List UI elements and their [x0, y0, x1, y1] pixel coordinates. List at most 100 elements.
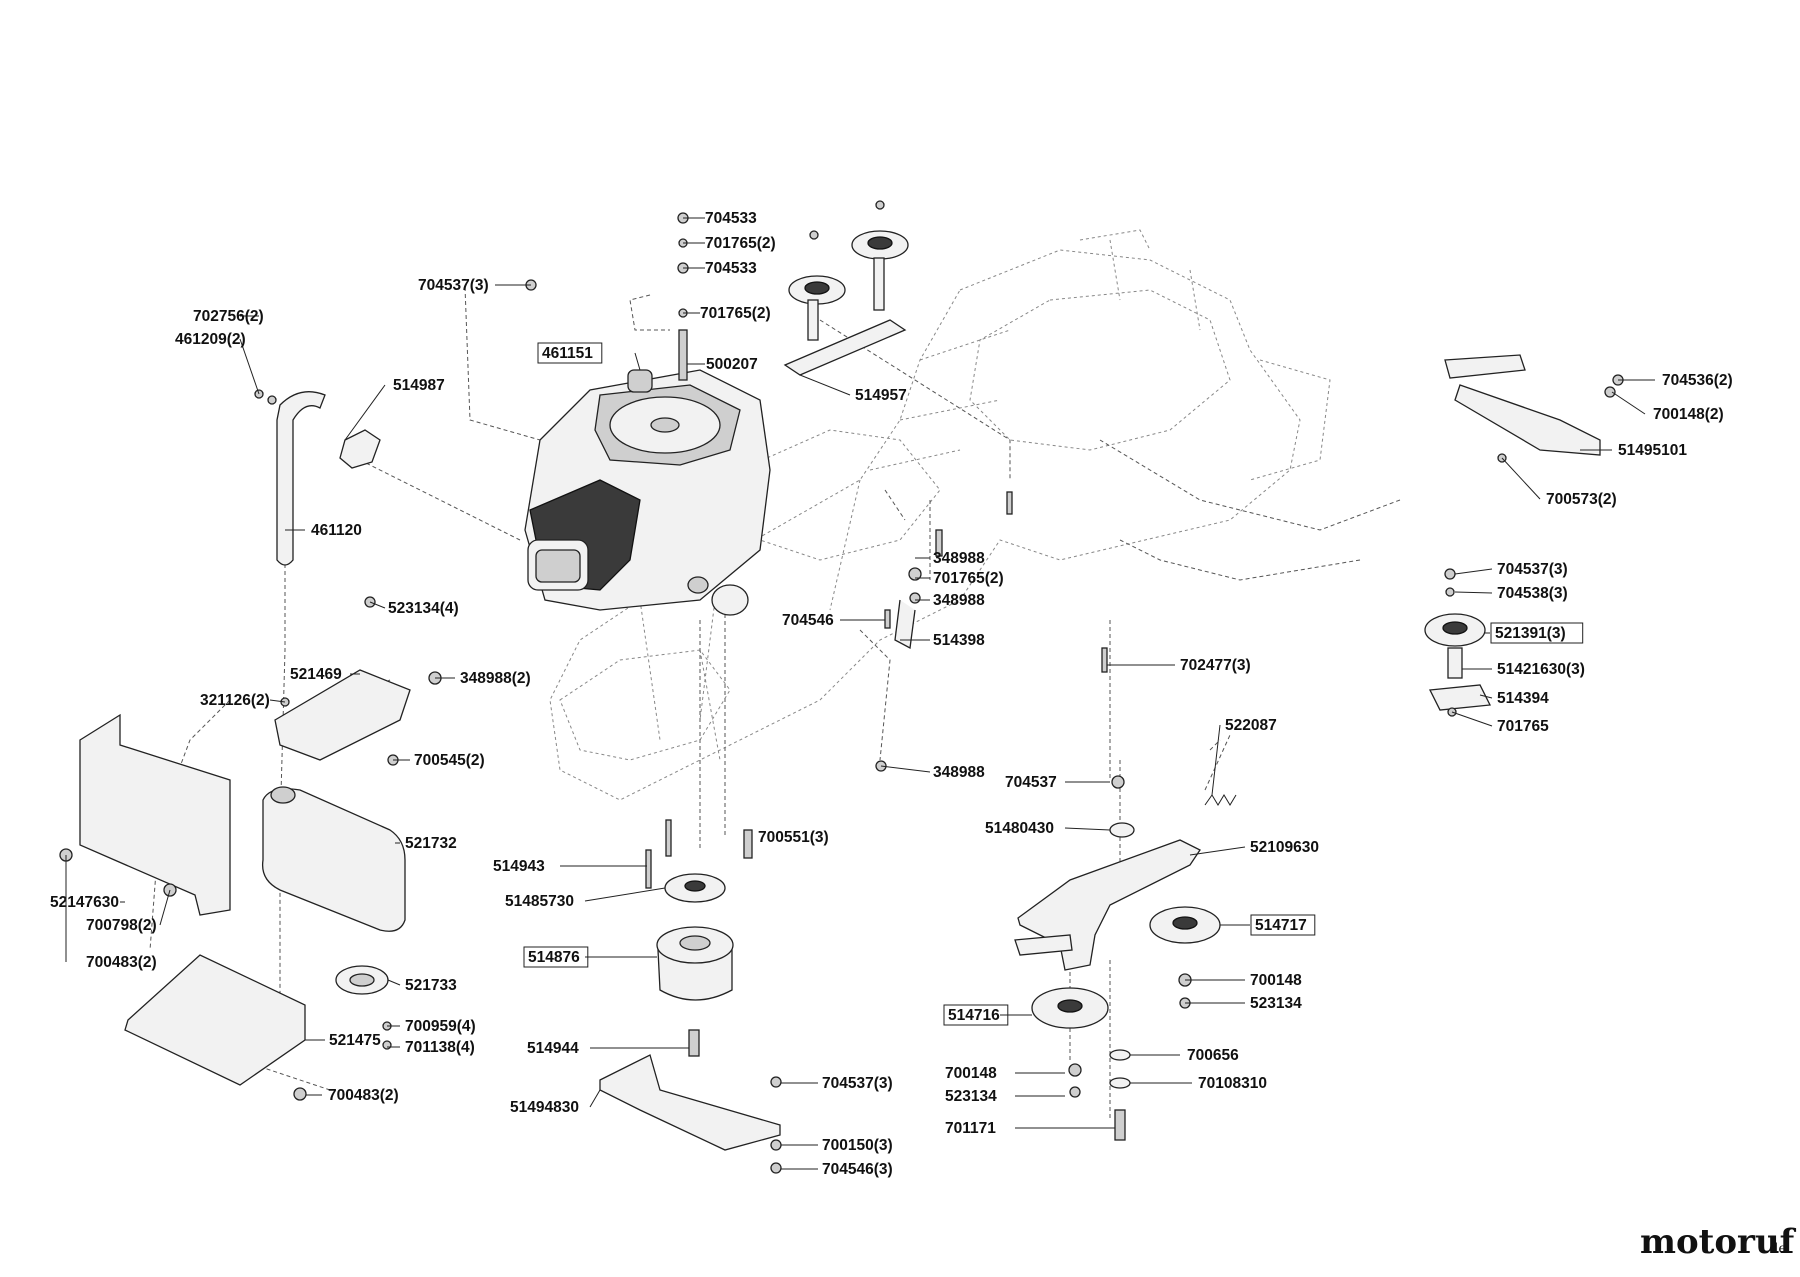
- part-label-7045373: 704537(3): [822, 1075, 893, 1092]
- part-label-521475: 521475: [329, 1032, 381, 1049]
- part-label-7011384: 701138(4): [405, 1039, 475, 1056]
- pulley-521391: [1424, 568, 1492, 717]
- leader-line-52109630: [1189, 846, 1246, 856]
- part-label-348988: 348988: [933, 592, 985, 609]
- idler-arm-52109630: [1014, 734, 1237, 971]
- part-label-514216303: 51421630(3): [1497, 661, 1585, 678]
- part-label-5231344: 523134(4): [388, 600, 459, 617]
- leader-line-521733: [387, 979, 401, 986]
- part-label-3211262: 321126(2): [200, 692, 270, 709]
- part-label-7017652: 701765(2): [700, 305, 771, 322]
- leader-line-514394: [1479, 694, 1493, 699]
- label-box: [523, 946, 589, 968]
- part-label-523134: 523134: [945, 1088, 997, 1105]
- part-label-7017652: 701765(2): [705, 235, 776, 252]
- leader-line-7005732: [1501, 457, 1541, 500]
- leader-line-522087: [1211, 724, 1221, 796]
- part-label-461151: 461151: [542, 345, 593, 362]
- pto-clutch-514876: [645, 849, 734, 1057]
- part-label-51495101: 51495101: [1618, 442, 1687, 459]
- part-label-7024773: 702477(3): [1180, 657, 1251, 674]
- part-label-514944: 514944: [527, 1040, 579, 1057]
- leader-line-7007982: [159, 889, 171, 926]
- part-label-514716: 514716: [948, 1007, 1000, 1024]
- part-label-514394: 514394: [1497, 690, 1549, 707]
- watermark-suffix: .de: [1765, 1241, 1787, 1257]
- part-label-7009594: 700959(4): [405, 1018, 476, 1035]
- part-label-523134: 523134: [1250, 995, 1302, 1012]
- part-label-514717: 514717: [1255, 917, 1307, 934]
- part-label-700656: 700656: [1187, 1047, 1239, 1064]
- part-label-3489882: 348988(2): [460, 670, 531, 687]
- part-label-52109630: 52109630: [1250, 839, 1319, 856]
- part-label-7045373: 704537(3): [1497, 561, 1568, 578]
- part-label-7045463: 704546(3): [822, 1161, 893, 1178]
- part-label-700148: 700148: [1250, 972, 1302, 989]
- label-box: [1250, 914, 1316, 936]
- part-label-51480430: 51480430: [985, 820, 1054, 837]
- leader-line-51485730: [584, 887, 666, 902]
- part-label-7001503: 700150(3): [822, 1137, 893, 1154]
- leader-line-514957: [799, 374, 851, 396]
- part-number-labels: 704533701765(2)704533701765(2)704537(3)7…: [50, 210, 1733, 1178]
- engine-461151: [524, 369, 771, 616]
- part-label-348988: 348988: [933, 550, 985, 567]
- center-hardware: [875, 491, 1108, 772]
- part-label-500207: 500207: [706, 356, 758, 373]
- part-label-7004832: 700483(2): [328, 1087, 399, 1104]
- part-label-514943: 514943: [493, 858, 545, 875]
- part-label-348988: 348988: [933, 764, 985, 781]
- part-label-514957: 514957: [855, 387, 907, 404]
- fuel-tank-521732: [261, 786, 406, 932]
- leader-line-348988: [880, 765, 931, 773]
- pulley-514717: [1149, 906, 1221, 944]
- part-label-7045362: 704536(2): [1662, 372, 1733, 389]
- leader-line-7045383: [1454, 591, 1493, 594]
- leader-line-701765: [1451, 711, 1493, 727]
- leader-line-7001482: [1611, 391, 1646, 415]
- watermark-brand: motoruf: [1640, 1222, 1797, 1262]
- clutch-bracket-51494830: [599, 1054, 782, 1174]
- leader-line-5231344: [369, 601, 386, 609]
- leader-line-51480430: [1064, 827, 1111, 831]
- leader-line-7045373: [1454, 568, 1493, 575]
- leader-line-3211262: [269, 699, 286, 703]
- part-label-514987: 514987: [393, 377, 445, 394]
- bracket-51495101: [1444, 354, 1624, 463]
- part-label-51494830: 51494830: [510, 1099, 579, 1116]
- part-label-7017652: 701765(2): [933, 570, 1004, 587]
- part-label-461120: 461120: [311, 522, 362, 539]
- leader-line-514987: [344, 384, 386, 441]
- label-box: [943, 1004, 1009, 1026]
- label-box: [537, 342, 603, 364]
- idler-pulleys-top: [525, 200, 909, 381]
- part-label-521469: 521469: [290, 666, 342, 683]
- part-label-7045373: 704537(3): [418, 277, 489, 294]
- part-label-5213913: 521391(3): [1495, 625, 1566, 642]
- tank-bracket-521733: [335, 965, 392, 1050]
- leader-line-461151: [634, 352, 641, 371]
- exhaust-pipe-461120: [254, 389, 381, 566]
- part-label-4612092: 461209(2): [175, 331, 246, 348]
- tractor-frame-outline: [549, 229, 1331, 801]
- leader-line-51494830: [589, 1089, 601, 1108]
- part-label-521733: 521733: [405, 977, 457, 994]
- leader-line-4612092: [239, 338, 260, 395]
- pulley-514716: [1031, 987, 1109, 1029]
- part-label-51485730: 51485730: [505, 893, 574, 910]
- part-label-70108310: 70108310: [1198, 1075, 1267, 1092]
- part-label-7004832: 700483(2): [86, 954, 157, 971]
- part-label-704546: 704546: [782, 612, 834, 629]
- bottom-plate-521475: [124, 954, 307, 1101]
- label-box: [1490, 622, 1584, 644]
- part-label-7007982: 700798(2): [86, 917, 157, 934]
- side-cover-52147630: [59, 713, 231, 916]
- part-label-521732: 521732: [405, 835, 457, 852]
- watermark: motoruf .de: [1640, 1222, 1797, 1262]
- part-label-522087: 522087: [1225, 717, 1277, 734]
- part-label-701765: 701765: [1497, 718, 1549, 735]
- part-label-7005452: 700545(2): [414, 752, 485, 769]
- part-label-701171: 701171: [945, 1120, 996, 1137]
